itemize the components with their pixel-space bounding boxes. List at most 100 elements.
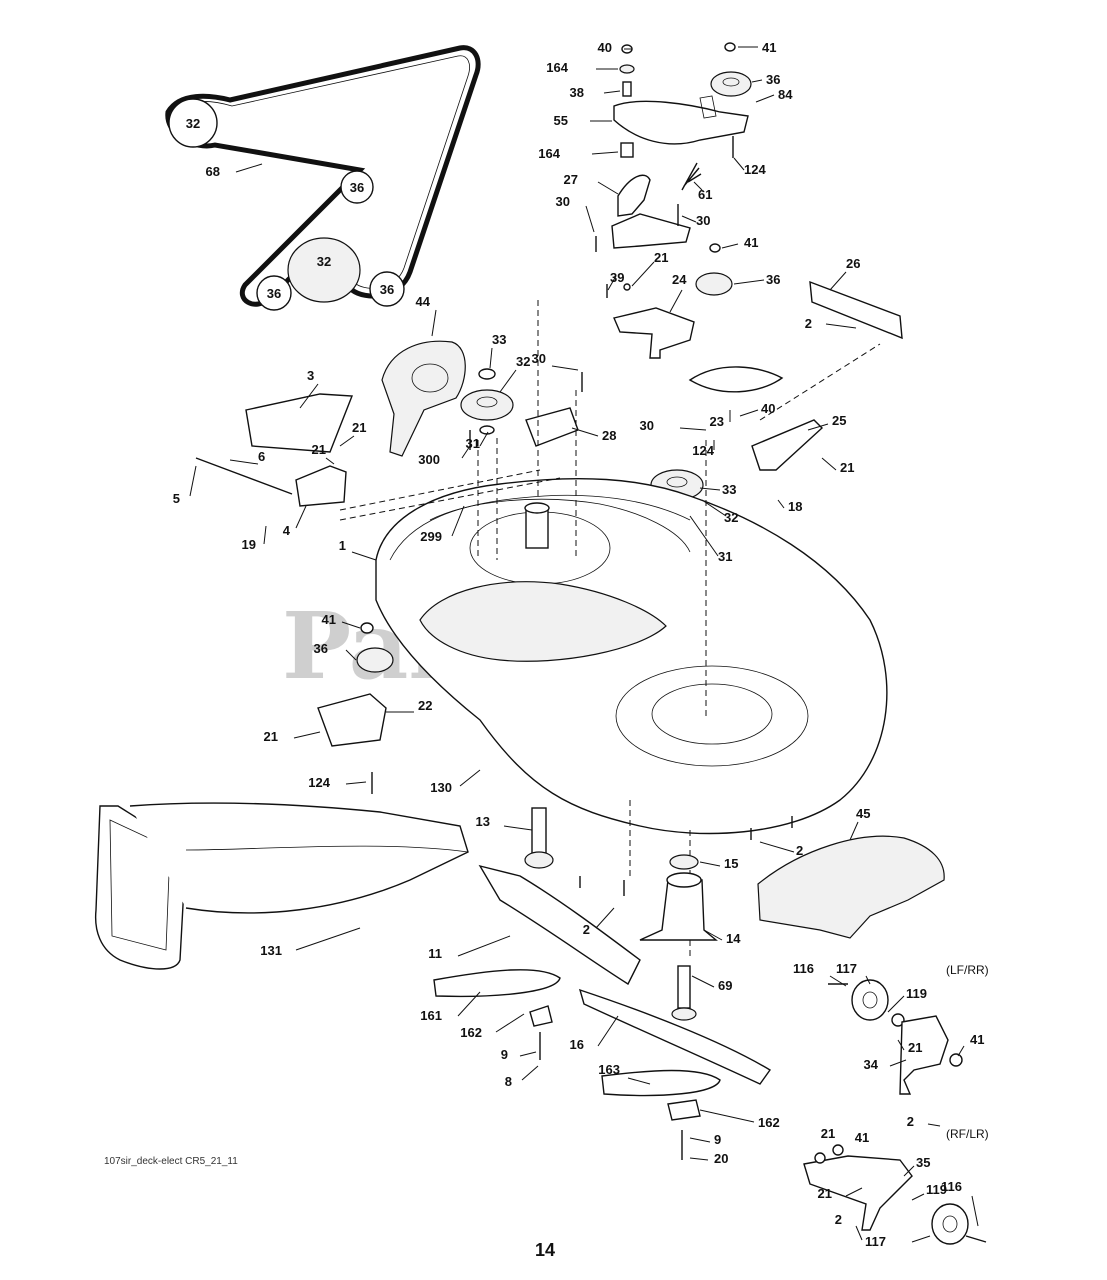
part-callout-24: 24 [672,272,687,287]
part-callout-20: 20 [714,1151,728,1166]
callout-leader-line [845,1187,863,1197]
callout-leader-line [345,781,367,785]
callout-leader-line [679,427,707,431]
spring [681,162,702,191]
callout-leader-line [489,347,493,369]
assembly-line [339,477,561,521]
nut [724,42,736,52]
part-callout-9: 9 [714,1132,721,1147]
part-callout-3: 3 [307,368,314,383]
callout-leader-line [957,1045,965,1057]
spindle-housing [639,879,718,941]
gauge-wheel [931,1203,969,1245]
callout-leader-line [235,163,263,173]
part-callout-119: 119 [906,986,927,1001]
pulley-hub [476,396,498,408]
part-callout-2: 2 [796,843,803,858]
part-callout-35: 35 [916,1155,930,1170]
callout-leader-line [585,205,595,233]
part-callout-14: 14 [726,931,741,946]
assembly-leaders [339,300,881,960]
part-callout-300: 300 [418,452,440,467]
part-callout-1: 1 [339,538,346,553]
callout-leader-line [571,427,599,437]
part-callout-34: 34 [864,1057,879,1072]
deck-hanger-bracket [809,280,903,340]
callout-leader-line [825,323,857,329]
callout-leader-line [457,991,481,1017]
pulley-label: 32 [317,254,331,269]
part-callout-2: 2 [835,1212,842,1227]
pivot-bracket [295,465,347,507]
callout-leader-line [339,435,355,447]
part-callout-55: 55 [554,113,568,128]
part-callout-119: 119 [926,1182,947,1197]
part-callout-124: 124 [692,443,714,458]
blade-adapter [529,1005,553,1027]
part-callout-130: 130 [430,780,452,795]
idler-bracket-lower [613,307,695,359]
deck-chute-cover [419,581,667,662]
callout-leader-line [295,927,361,951]
callout-leader-line [829,975,847,987]
belt-cover [381,340,466,457]
spindle-collar [524,851,554,869]
belt-pulley-32-lower [287,237,361,303]
part-callout-18: 18 [788,499,802,514]
callout-leader-line [607,275,617,291]
callout-leader-line [263,525,267,545]
chute-crease [185,845,469,853]
deck-rim [389,494,691,561]
nut [623,283,631,291]
callout-leader-line [751,79,763,83]
callout-leader-line [293,731,321,739]
part-callout-41: 41 [744,235,758,250]
belt-routing-diagram: 32 36 32 36 36 [165,45,481,311]
callout-leader-line [591,151,619,155]
part-callout-30: 30 [532,351,546,366]
part-callout-116: 116 [941,1179,962,1194]
callout-leader-line [971,1195,979,1227]
idler-pulley [356,647,394,673]
callout-leader-line [689,1157,709,1161]
callout-leader-line [903,1165,915,1177]
belt-pulley-36-left [256,275,292,311]
callout-leader-line [849,821,859,841]
part-callout-44: 44 [416,294,431,309]
spindle-shaft [531,807,547,855]
part-callout-162: 162 [460,1025,482,1040]
part-callout-22: 22 [418,698,432,713]
gauge-wheel-front [828,979,963,1095]
arm-bracket [699,95,717,119]
callout-leader-line [681,215,697,223]
part-callout-6: 6 [258,449,265,464]
callout-leader-line [431,309,437,337]
belt-pulley-36-upper [340,170,374,204]
part-callout-21: 21 [352,420,366,435]
bushing [622,81,632,97]
callout-leader-line [451,505,465,537]
part-callout-16: 16 [570,1037,584,1052]
callout-leader-line [733,157,745,171]
part-callout-13: 13 [476,814,490,829]
part-callout-36: 36 [314,641,328,656]
assembly-line [759,343,881,421]
callout-leader-line [461,445,471,459]
blade-well-inner [651,683,773,745]
part-callout-299: 299 [420,529,442,544]
callout-leader-line [295,505,307,529]
callout-leader-line [807,423,829,431]
part-callout-23: 23 [710,414,724,429]
deck-top-parts [195,340,704,794]
pulley-label: 36 [380,282,394,297]
part-callout-33: 33 [722,482,736,497]
pulley-hub [722,77,740,87]
part-callout-19: 19 [242,537,256,552]
spacer [619,64,635,74]
part-callout-40: 40 [598,40,612,55]
callout-leader-line [927,1123,941,1127]
callout-leader-line [699,487,721,491]
spindle-shaft [677,965,691,1009]
part-callout-164: 164 [538,146,560,161]
